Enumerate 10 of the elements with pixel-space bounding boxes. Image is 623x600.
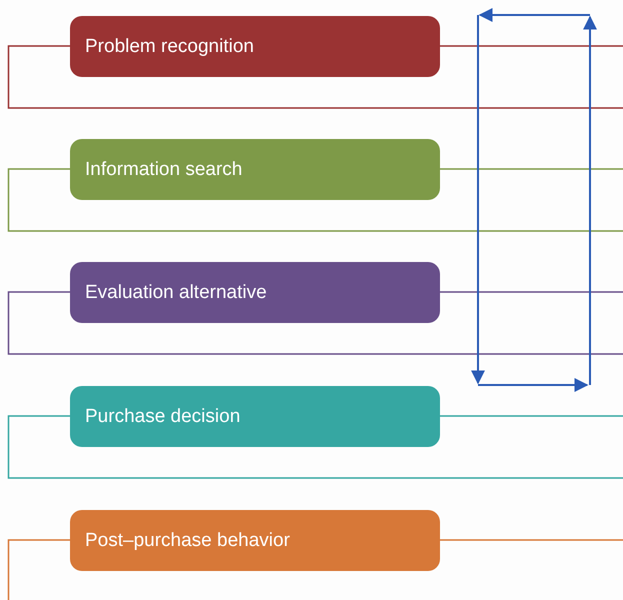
stage-box (70, 262, 440, 323)
stage-label: Problem recognition (85, 36, 254, 58)
stage-box (70, 16, 440, 77)
stage-box (70, 139, 440, 200)
stage-label: Information search (85, 158, 242, 180)
stage-box (70, 510, 440, 571)
stage-label: Post–purchase behavior (85, 530, 290, 552)
stage-label: Purchase decision (85, 406, 240, 428)
stage-box (70, 386, 440, 447)
stage-label: Evaluation alternative (85, 282, 267, 304)
